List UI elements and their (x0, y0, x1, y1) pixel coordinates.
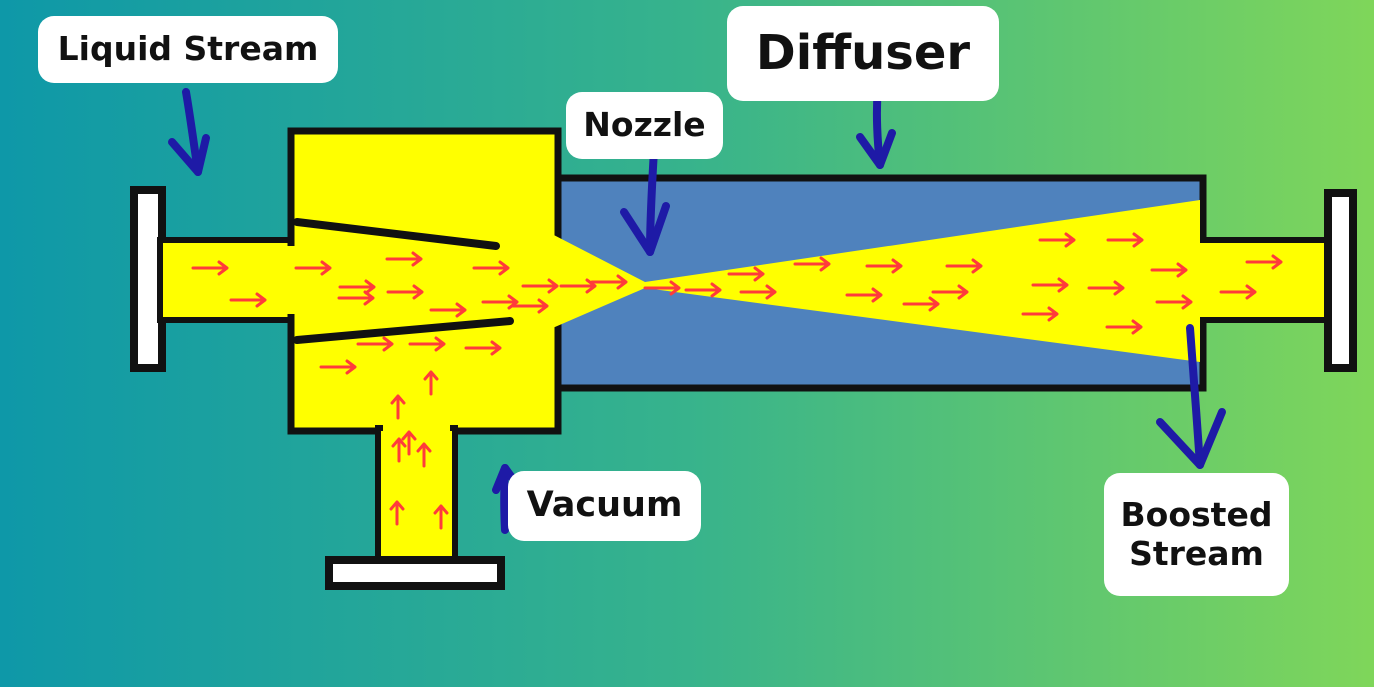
flow-arrow-icon (1219, 284, 1257, 300)
liquid-stream-pointer-icon (168, 88, 210, 176)
flow-arrow-icon (521, 278, 559, 294)
boosted-stream-label: Boosted Stream (1104, 473, 1289, 596)
flow-arrow-icon (727, 266, 765, 282)
boosted-stream-label-line2: Stream (1129, 533, 1264, 573)
flow-arrow-icon (1150, 262, 1188, 278)
flow-arrow-icon (684, 282, 722, 298)
flow-arrow-icon (643, 280, 681, 296)
nozzle-label: Nozzle (566, 92, 723, 159)
flow-arrow-icon (429, 302, 467, 318)
flow-arrow-icon (385, 251, 423, 267)
flow-arrow-icon (433, 504, 449, 530)
flow-arrow-icon (1038, 232, 1076, 248)
flow-arrow-icon (386, 284, 424, 300)
flow-arrow-icon (338, 279, 376, 295)
vacuum-pipe (375, 425, 458, 565)
flow-arrow-icon (902, 296, 940, 312)
flow-arrow-icon (590, 274, 628, 290)
flow-arrow-icon (423, 370, 439, 396)
outlet-flange (1324, 189, 1357, 372)
flow-arrow-icon (464, 340, 502, 356)
liquid-stream-label: Liquid Stream (38, 16, 338, 83)
flow-arrow-icon (793, 256, 831, 272)
nozzle-pointer-icon (620, 146, 670, 256)
flow-arrow-icon (294, 260, 332, 276)
flow-arrow-icon (472, 260, 510, 276)
flow-arrow-icon (1021, 306, 1059, 322)
flow-arrow-icon (356, 336, 394, 352)
flow-arrow-icon (945, 258, 983, 274)
boosted-stream-label-line1: Boosted (1120, 494, 1273, 534)
flow-arrow-icon (739, 284, 777, 300)
flow-arrow-icon (319, 359, 357, 375)
boosted-stream-pointer-icon (1156, 324, 1226, 469)
flow-arrow-icon (559, 278, 597, 294)
nozzle-wall-bottom (293, 317, 514, 344)
flow-arrow-icon (1105, 319, 1143, 335)
flow-arrow-icon (390, 394, 406, 420)
flow-arrow-icon (229, 292, 267, 308)
suction-chamber (287, 127, 562, 435)
flow-arrow-icon (931, 284, 969, 300)
flow-arrow-icon (1106, 232, 1144, 248)
flow-arrow-icon (416, 442, 432, 468)
flow-arrow-icon (1087, 280, 1125, 296)
flow-arrow-icon (845, 287, 883, 303)
flow-arrow-icon (337, 290, 375, 306)
flow-arrow-icon (408, 336, 446, 352)
diffuser-label: Diffuser (727, 6, 999, 101)
inlet-pipe (157, 237, 303, 323)
flow-arrow-icon (191, 260, 229, 276)
flow-arrow-icon (1155, 294, 1193, 310)
flow-arrow-icon (391, 437, 407, 463)
flow-arrow-icon (401, 430, 417, 456)
jet-stream (548, 200, 1200, 362)
vacuum-label: Vacuum (508, 471, 701, 541)
flow-arrow-icon (1245, 254, 1283, 270)
outlet-pipe (1193, 237, 1333, 323)
flow-arrow-icon (389, 500, 405, 526)
flow-arrow-icon (511, 298, 549, 314)
flow-arrow-icon (865, 258, 903, 274)
nozzle-wall-top (293, 218, 500, 250)
flow-arrow-icon (1031, 277, 1069, 293)
vacuum-flange (325, 556, 505, 590)
red-flow-arrows (191, 232, 1283, 530)
